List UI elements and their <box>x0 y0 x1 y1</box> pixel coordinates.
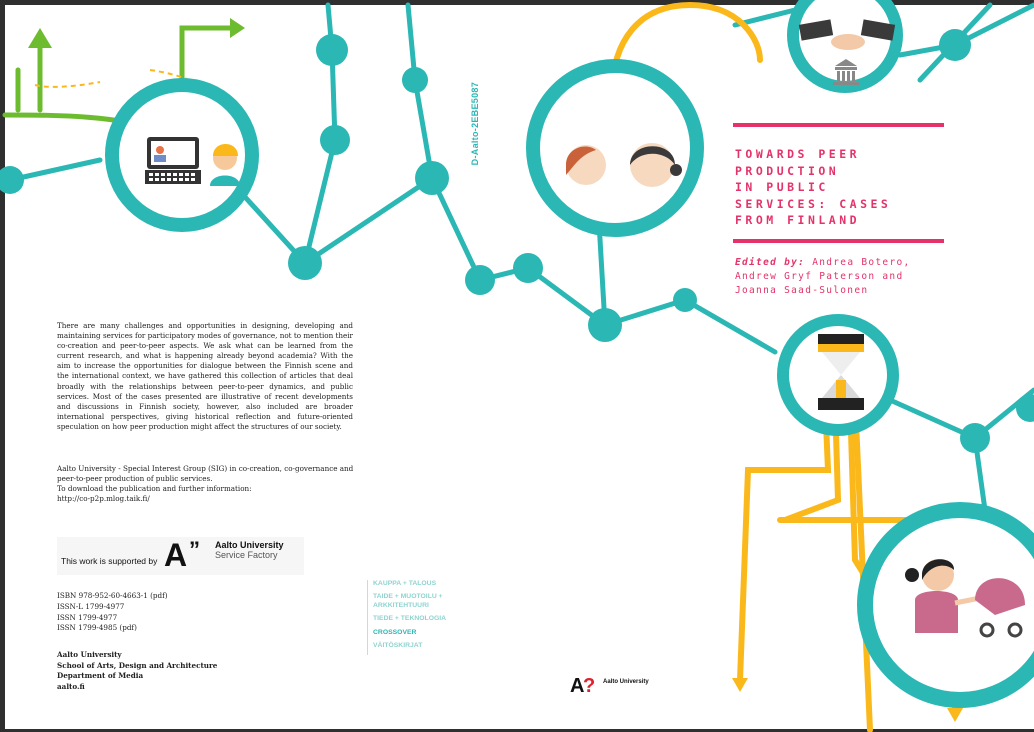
org-line: To download the publication and further … <box>57 484 252 494</box>
editor-name: Joanna Saad-Sulonen <box>735 285 869 296</box>
editor-name: Andrew Gryf Paterson and <box>735 271 904 282</box>
aalto-quote-mark: ” <box>189 537 200 562</box>
issn-block: ISBN 978-952-60-4663-1 (pdf) ISSN-L 1799… <box>57 591 168 634</box>
aalto-a-icon: A <box>570 675 585 697</box>
hourglass-icon <box>818 334 864 410</box>
issn-line: ISSN 1799-4985 (pdf) <box>57 623 137 633</box>
category-tiede: TIEDE + TEKNOLOGIA <box>373 615 447 623</box>
category-crossover: CROSSOVER <box>373 628 417 636</box>
edited-by-label: Edited by: <box>735 257 806 268</box>
org-line: Aalto University - Special Interest Grou… <box>57 464 354 473</box>
address-line: Department of Media <box>57 671 144 681</box>
people-faces-icon <box>566 143 682 187</box>
handshake-icon <box>798 19 896 85</box>
issn-line: ISBN 978-952-60-4663-1 (pdf) <box>57 591 168 600</box>
title-top-rule <box>733 123 944 127</box>
book-title-line: IN PUBLIC <box>735 180 829 194</box>
spine-code: D-Aalto-2EBE5087 <box>470 82 480 166</box>
left-border <box>0 0 5 732</box>
book-title-line: TOWARDS PEER <box>735 147 861 161</box>
aalto-logo-text: Aalto University <box>603 679 649 685</box>
support-label: This work is supported by <box>61 556 158 566</box>
org-line: peer-to-peer production of public servic… <box>57 474 213 484</box>
bottom-border <box>0 729 1034 732</box>
publisher-address: Aalto University School of Arts, Design … <box>57 650 217 692</box>
ring-people <box>526 59 704 237</box>
title-bottom-rule <box>733 239 944 243</box>
category-kauppa: KAUPPA + TALOUS <box>373 580 437 587</box>
org-url: http://co-p2p.mlog.taik.fi/ <box>57 494 150 504</box>
address-line: School of Arts, Design and Architecture <box>57 660 218 670</box>
series-categories: KAUPPA + TALOUS TAIDE + MUOTOILU + ARKKI… <box>367 580 453 656</box>
ring-hourglass <box>777 314 899 436</box>
category-taide: TAIDE + MUOTOILU + ARKKITEHTUURI <box>373 593 443 609</box>
address-line: Aalto University <box>57 650 122 659</box>
laptop-icon <box>145 137 240 186</box>
book-title-line: FROM FINLAND <box>735 213 861 227</box>
address-line: aalto.fi <box>57 681 85 691</box>
issn-line: ISSN 1799-4977 <box>57 612 118 622</box>
book-title-line: PRODUCTION <box>735 163 840 178</box>
editor-name: Andrea Botero, <box>812 257 911 268</box>
support-banner: This work is supported by A ” Aalto Univ… <box>57 537 304 575</box>
aalto-logo-icon: A <box>164 537 188 573</box>
support-name: Aalto University <box>215 540 284 550</box>
book-title: TOWARDS PEER PRODUCTION IN PUBLIC SERVIC… <box>735 146 891 229</box>
aalto-question-icon: ? <box>583 675 596 697</box>
category-vaitoskirjat: VÄITÖSKIRJAT <box>373 642 423 650</box>
editors: Edited by: Andrea Botero, Andrew Gryf Pa… <box>735 256 911 298</box>
book-title-line: SERVICES: CASES <box>735 196 892 211</box>
top-border <box>0 0 1034 5</box>
network-nodes <box>0 29 1034 453</box>
issn-line: ISSN-L 1799-4977 <box>57 601 125 611</box>
stroller-icon <box>905 559 1025 638</box>
back-cover-abstract: There are many challenges and opportunit… <box>57 321 353 431</box>
support-sub: Service Factory <box>215 550 278 560</box>
organization-info: Aalto University - Special Interest Grou… <box>57 464 357 504</box>
